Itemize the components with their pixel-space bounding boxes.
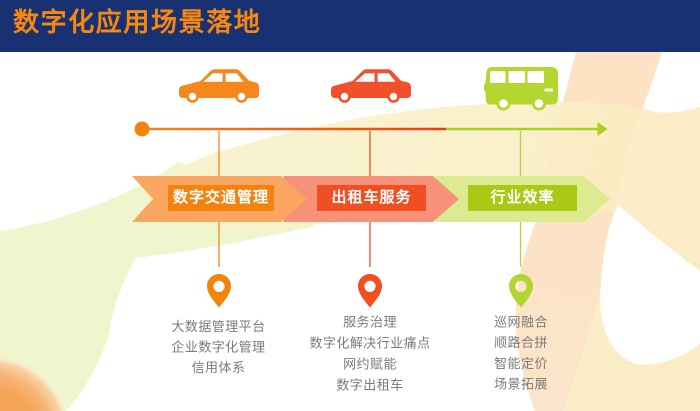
- svg-text:巡网融合: 巡网融合: [494, 315, 548, 330]
- svg-text:大数据管理平台: 大数据管理平台: [171, 319, 265, 334]
- svg-text:智能定价: 智能定价: [494, 356, 548, 371]
- svg-text:顺路合拼: 顺路合拼: [494, 335, 548, 350]
- svg-text:服务治理: 服务治理: [343, 315, 397, 330]
- svg-text:信用体系: 信用体系: [192, 360, 246, 375]
- svg-text:企业数字化管理: 企业数字化管理: [171, 340, 265, 355]
- svg-text:数字出租车: 数字出租车: [336, 378, 403, 393]
- svg-text:数字交通管理: 数字交通管理: [173, 188, 269, 206]
- svg-text:场景拓展: 场景拓展: [494, 377, 548, 392]
- svg-text:网约赋能: 网约赋能: [343, 357, 397, 372]
- svg-text:出租车服务: 出租车服务: [331, 188, 411, 206]
- svg-text:行业效率: 行业效率: [489, 188, 554, 206]
- svg-text:数字化解决行业痛点: 数字化解决行业痛点: [309, 336, 430, 351]
